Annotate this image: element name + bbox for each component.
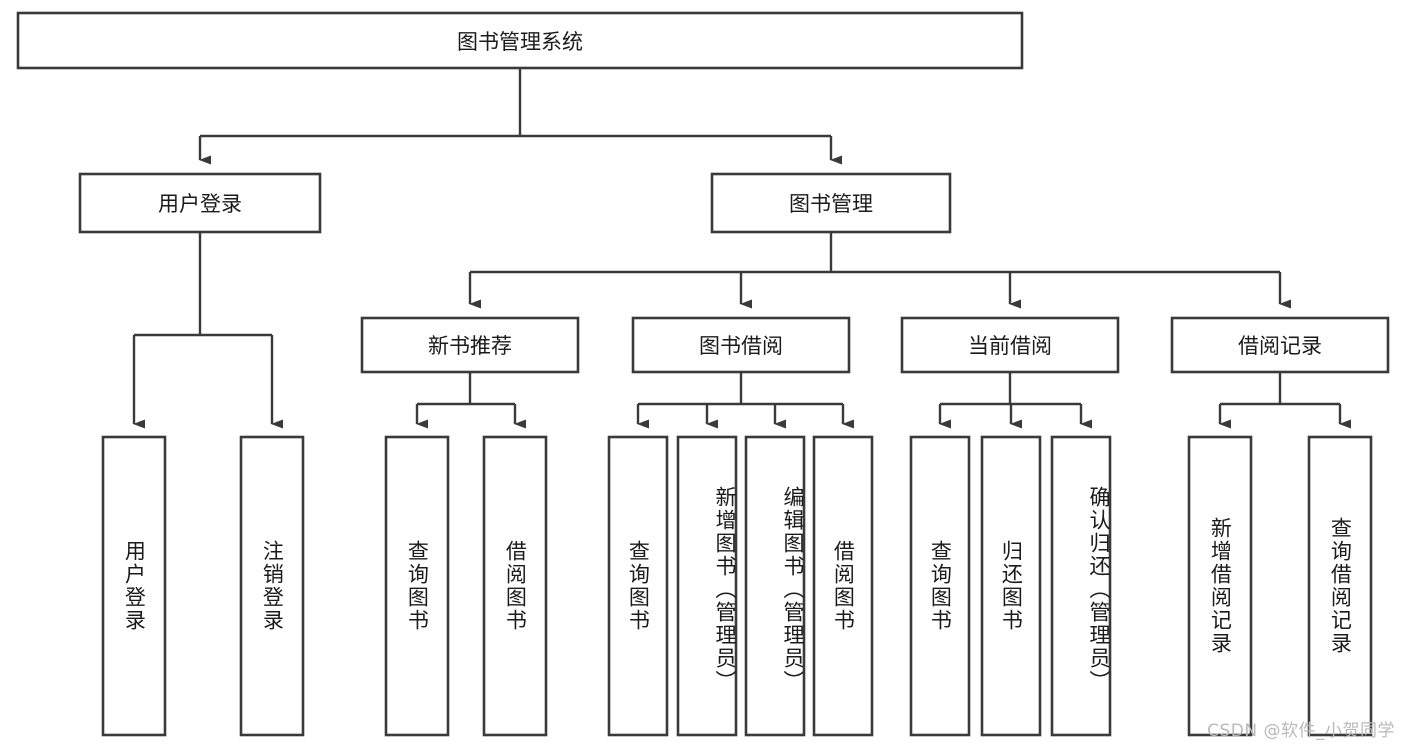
- node-box-leaf-3[interactable]: [482, 435, 548, 737]
- node-box-leaf-12[interactable]: [1307, 435, 1373, 737]
- node-box-leaf-9[interactable]: [980, 435, 1042, 737]
- node-box-book-manage[interactable]: [710, 172, 952, 234]
- edge-group-book-manage: [468, 232, 1291, 309]
- edge-group-new-book-rec: [415, 372, 526, 429]
- node-box-leaf-1[interactable]: [239, 435, 305, 737]
- node-box-leaf-10[interactable]: [1050, 435, 1112, 737]
- edge-group-borrow-record: [1218, 372, 1351, 429]
- edge-group-book-borrow: [636, 372, 854, 429]
- node-box-root[interactable]: [16, 11, 1024, 70]
- csdn-watermark: CSDN @软件_小贺同学: [1207, 721, 1395, 741]
- node-box-current-borrow[interactable]: [900, 316, 1120, 374]
- node-box-leaf-8[interactable]: [909, 435, 971, 737]
- edge-group-user-login: [132, 232, 283, 429]
- edge-group-root: [198, 68, 842, 165]
- node-box-leaf-11[interactable]: [1187, 435, 1253, 737]
- node-box-book-borrow[interactable]: [631, 316, 851, 374]
- node-box-leaf-0[interactable]: [101, 435, 167, 737]
- node-box-leaf-4[interactable]: [607, 435, 669, 737]
- node-box-borrow-record[interactable]: [1170, 316, 1390, 374]
- node-box-leaf-5[interactable]: [676, 435, 738, 737]
- node-box-leaf-2[interactable]: [384, 435, 450, 737]
- edge-group-current-borrow: [938, 372, 1092, 429]
- node-box-user-login[interactable]: [78, 172, 322, 234]
- node-box-new-book-rec[interactable]: [360, 316, 580, 374]
- node-box-leaf-6[interactable]: [744, 435, 806, 737]
- node-box-leaf-7[interactable]: [812, 435, 874, 737]
